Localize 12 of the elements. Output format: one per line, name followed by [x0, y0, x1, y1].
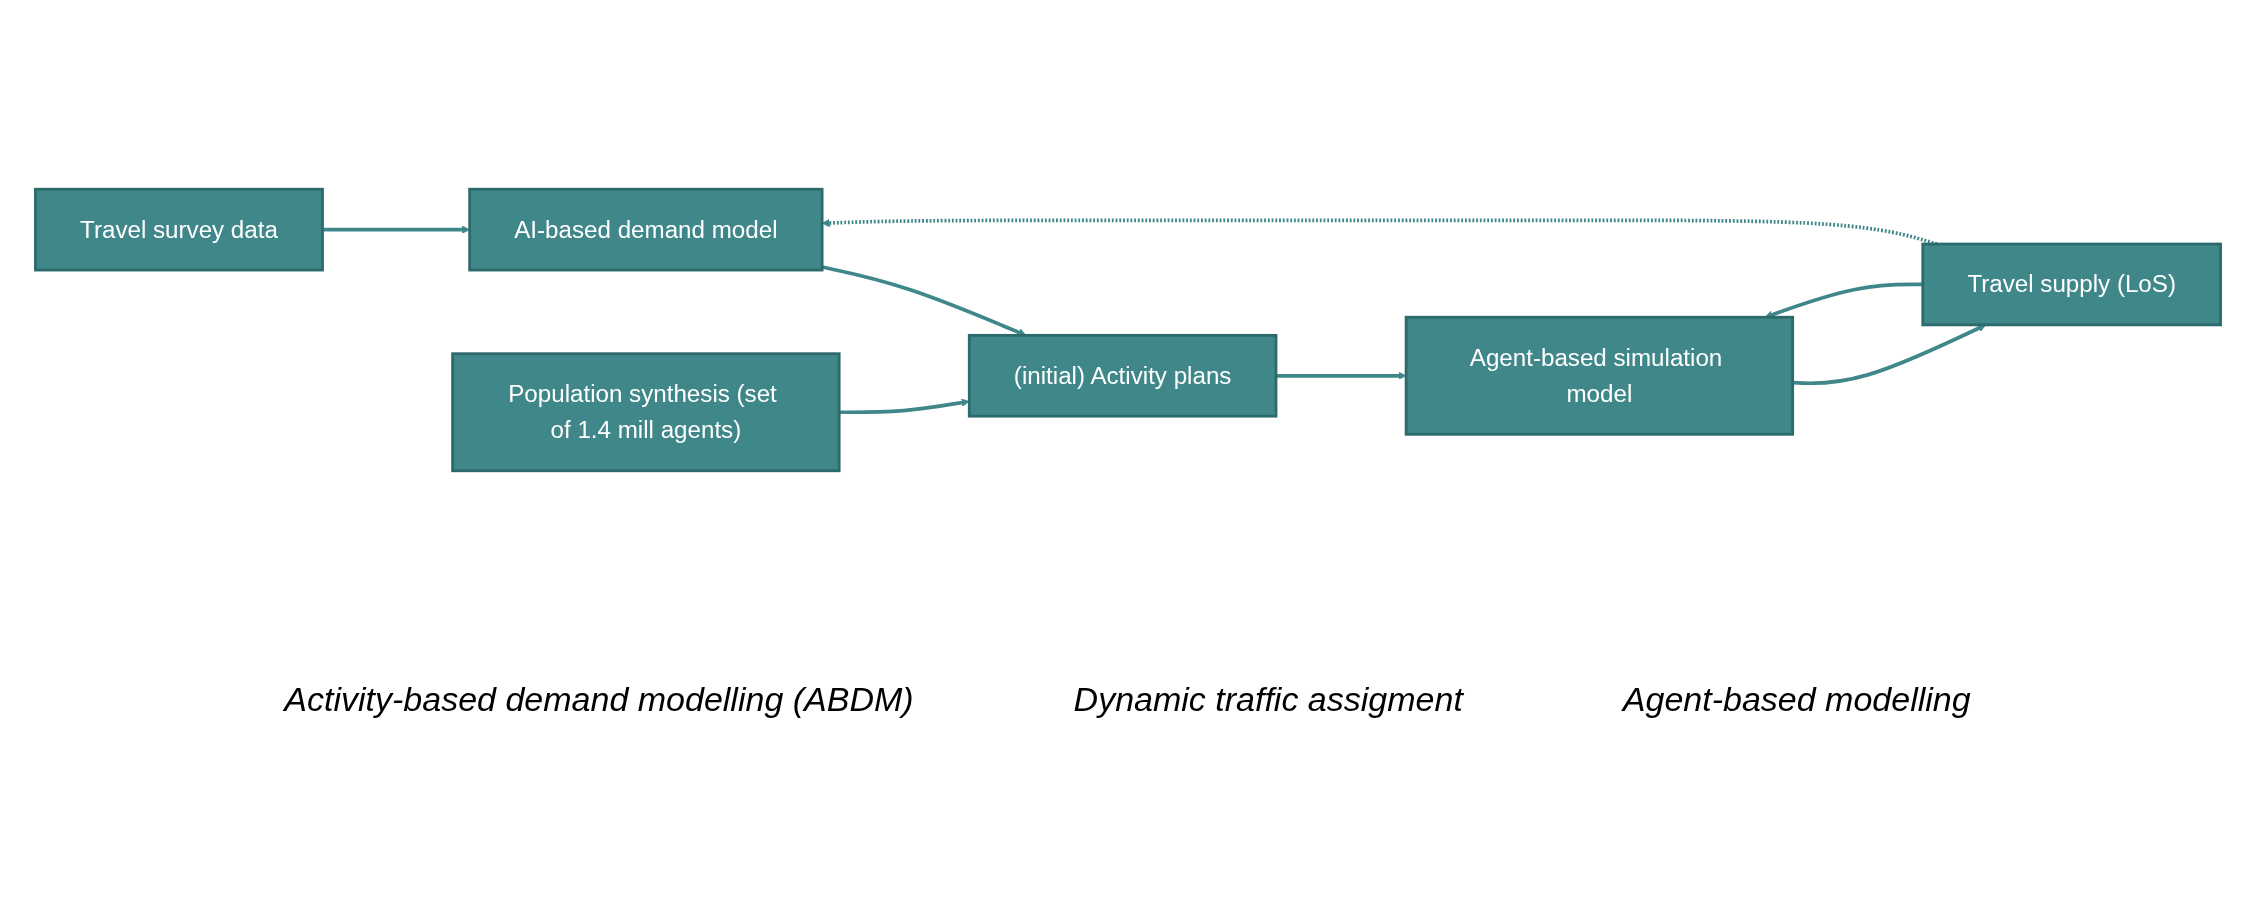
node-box: Population synthesis (set of 1.4 mill agents)	[450, 352, 841, 473]
group-caption: Activity-based demand modelling (ABDM)	[284, 680, 914, 719]
node-box: (initial) Activity plans	[967, 333, 1277, 418]
arrow	[1792, 324, 1986, 386]
node-box: Agent-based simulation model	[1404, 315, 1794, 436]
group-caption: Dynamic traffic assigment	[1073, 680, 1463, 719]
arrow	[322, 225, 470, 234]
node-box: Travel survey data	[33, 187, 324, 272]
arrow	[1275, 371, 1406, 380]
node-box: AI-based demand model	[467, 187, 823, 272]
node-box: Travel supply (LoS)	[1920, 242, 2222, 327]
group-caption: Agent-based modelling	[1622, 680, 1971, 719]
